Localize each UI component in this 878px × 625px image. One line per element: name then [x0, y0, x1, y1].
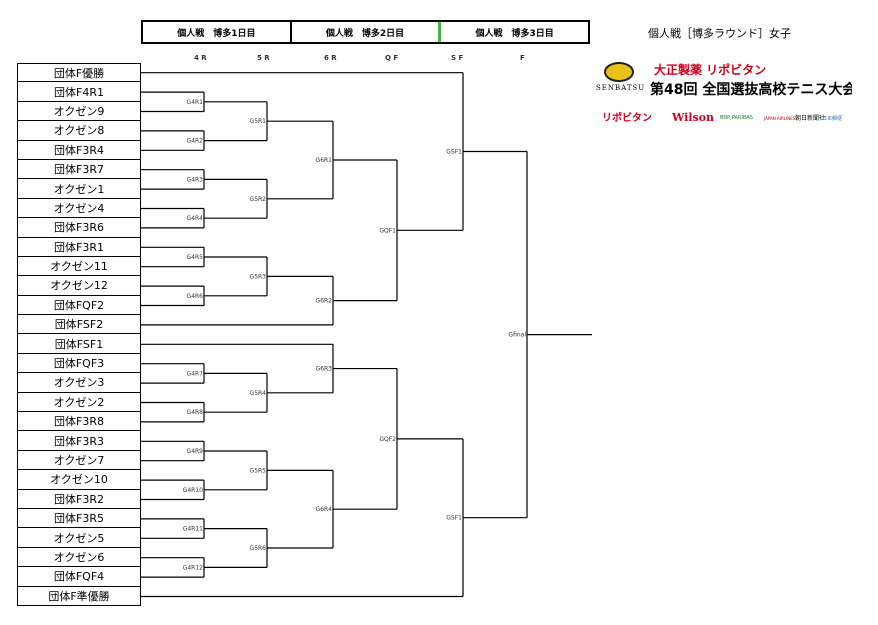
- match-label: G6R2: [316, 298, 333, 305]
- day-3-header: 個人戦 博多3日目: [475, 28, 554, 39]
- match-label: G4R7: [187, 370, 204, 377]
- player-slot: 団体F優勝: [17, 63, 141, 83]
- svg-text:朝日新聞社: 朝日新聞社: [795, 114, 825, 122]
- player-slot: オクゼン9: [17, 101, 141, 122]
- player-slot: 団体F4R1: [17, 82, 141, 102]
- player-slot: 団体F3R5: [17, 508, 141, 529]
- match-label: G4R8: [187, 409, 204, 416]
- match-label: G4R6: [187, 293, 204, 300]
- player-slot: 団体F3R8: [17, 412, 141, 432]
- svg-text:日本郵便: 日本郵便: [822, 115, 842, 122]
- match-label: G4R4: [187, 215, 204, 222]
- svg-text:大正製薬 リポビタン: 大正製薬 リポビタン: [654, 62, 766, 77]
- svg-text:リポビタン: リポビタン: [602, 111, 652, 124]
- match-label: Gfinal: [508, 332, 526, 339]
- match-label: G5R6: [250, 545, 267, 552]
- match-label: G5R1: [250, 118, 267, 125]
- day-2-header: 個人戦 博多2日目: [292, 22, 442, 42]
- player-slot: 団体F3R3: [17, 431, 141, 451]
- match-label: G5R3: [250, 273, 267, 280]
- day-1-header: 個人戦 博多1日目: [143, 22, 292, 42]
- day-header: 個人戦 博多1日目 個人戦 博多2日目 個人戦 博多3日目: [141, 20, 590, 44]
- round-label-6r: 6 R: [324, 54, 337, 62]
- player-slot: オクゼン6: [17, 547, 141, 568]
- tournament-logo: SENBATSU 大正製薬 リポビタン 第48回 全国選抜高校テニス大会 リポビ…: [592, 58, 857, 128]
- match-label: GQF1: [379, 227, 396, 234]
- round-label-5r: 5 R: [257, 54, 270, 62]
- player-slot: 団体F3R2: [17, 489, 141, 509]
- page-title: 個人戦［博多ラウンド］女子: [648, 27, 791, 40]
- player-slot: オクゼン11: [17, 256, 141, 277]
- player-slot: 団体F3R4: [17, 140, 141, 160]
- round-label-qf: Q F: [385, 54, 399, 62]
- match-label: GQF2: [379, 436, 396, 443]
- player-slot: オクゼン3: [17, 373, 141, 393]
- player-slot: オクゼン2: [17, 392, 141, 413]
- tennis-ball-logo-icon: [604, 62, 634, 82]
- match-label: G4R2: [187, 138, 204, 145]
- player-slot: オクゼン8: [17, 121, 141, 141]
- match-label: G5R5: [250, 467, 267, 474]
- match-label: G6R4: [316, 506, 333, 513]
- match-label: G5R4: [250, 390, 267, 397]
- player-slot: 団体F3R6: [17, 218, 141, 238]
- match-label: G4R1: [187, 99, 204, 106]
- player-slot: 団体FQF4: [17, 567, 141, 587]
- match-label: G5R2: [250, 196, 267, 203]
- svg-text:BNP PARIBAS: BNP PARIBAS: [720, 115, 753, 121]
- match-label: G4R12: [183, 564, 203, 571]
- svg-text:SENBATSU: SENBATSU: [596, 84, 645, 92]
- round-label-sf: S F: [451, 54, 464, 62]
- player-slot: オクゼン4: [17, 198, 141, 219]
- svg-text:JAPAN AIRLINES: JAPAN AIRLINES: [763, 116, 796, 121]
- match-label: G4R3: [187, 176, 204, 183]
- player-slot: 団体FSF1: [17, 334, 141, 354]
- match-label: G4R11: [183, 526, 203, 533]
- match-label: G6R3: [316, 366, 333, 373]
- svg-text:第48回 全国選抜高校テニス大会: 第48回 全国選抜高校テニス大会: [650, 81, 852, 98]
- player-slot: 団体F準優勝: [17, 586, 141, 606]
- match-label: G6R1: [316, 157, 333, 164]
- player-slot: オクゼン10: [17, 470, 141, 490]
- player-slot: オクゼン1: [17, 179, 141, 199]
- player-slot: 団体F3R1: [17, 237, 141, 257]
- player-slot: オクゼン5: [17, 528, 141, 548]
- player-slot: オクゼン12: [17, 276, 141, 296]
- player-slot: 団体FQF2: [17, 295, 141, 316]
- player-slot: 団体F3R7: [17, 159, 141, 180]
- svg-text:Wilson: Wilson: [671, 111, 714, 124]
- player-slot: 団体FSF2: [17, 315, 141, 335]
- round-label-4r: 4 R: [194, 54, 207, 62]
- match-label: G4R10: [183, 487, 203, 494]
- match-label: GSF1: [446, 149, 462, 156]
- player-slot: 団体FQF3: [17, 353, 141, 374]
- match-label: GSF1: [446, 515, 462, 522]
- match-label: G4R9: [187, 448, 204, 455]
- match-label: G4R5: [187, 254, 204, 261]
- player-slot: オクゼン7: [17, 450, 141, 471]
- round-label-f: F: [520, 54, 525, 62]
